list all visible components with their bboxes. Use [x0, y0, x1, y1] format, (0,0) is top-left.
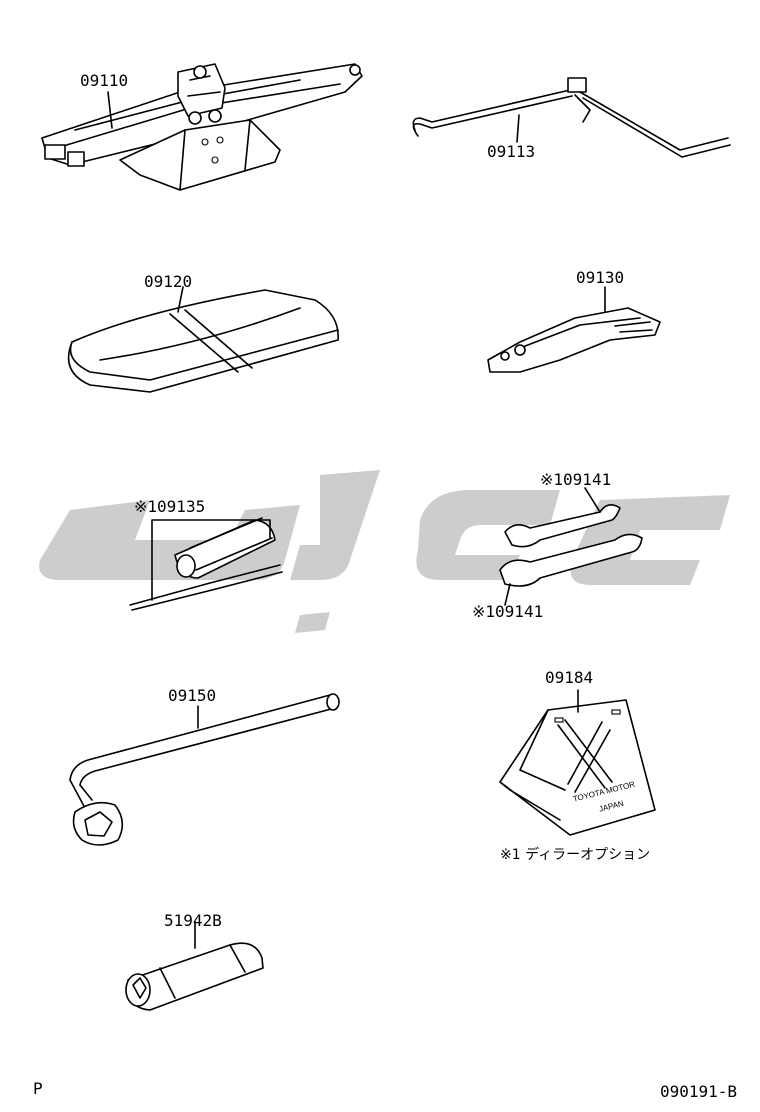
part-label-109141-upper: ※109141 [540, 470, 612, 489]
part-label-09184: 09184 [545, 668, 594, 687]
part-label-09150: 09150 [168, 686, 217, 705]
box-wrench-drawing [125, 921, 264, 1011]
tool-bag-drawing [67, 286, 339, 393]
part-label-51942B: 51942B [164, 911, 222, 930]
wrench-drawing-upper [504, 487, 621, 548]
wrench-drawing-lower [499, 533, 643, 606]
footer-left-code: P [33, 1079, 43, 1098]
part-label-09113: 09113 [487, 142, 536, 161]
part-label-109141-lower: ※109141 [472, 602, 544, 621]
footnote-dealer-option: ※1 ディラーオプション [500, 847, 651, 863]
part-label-09130: 09130 [576, 268, 625, 287]
jack-handle-drawing [412, 77, 731, 158]
part-label-09120: 09120 [144, 272, 193, 291]
part-label-09110: 09110 [80, 71, 129, 90]
screwdriver-drawing [129, 517, 283, 611]
pliers-drawing [487, 286, 661, 373]
scissor-jack-drawing [41, 63, 363, 191]
part-label-109135: ※109135 [134, 497, 206, 516]
lug-wrench-drawing [69, 693, 340, 846]
wheel-chock-drawing [499, 689, 656, 836]
footer-diagram-code: 090191-B [660, 1082, 738, 1101]
